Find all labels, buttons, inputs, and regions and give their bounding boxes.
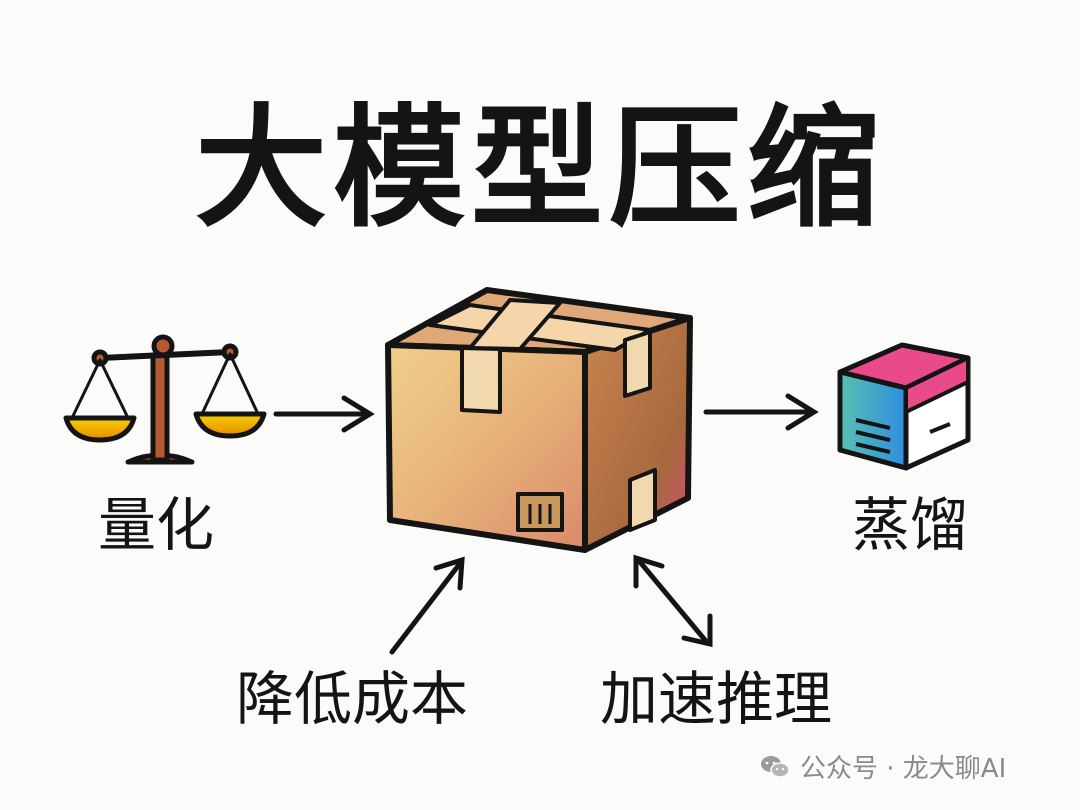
arrow-cost-to-box [389,556,465,655]
wechat-icon [761,755,790,778]
label-distillation: 蒸馏 [852,491,969,559]
label-speed-inference: 加速推理 [600,665,833,733]
arrow-quantization-to-box [273,395,375,433]
watermark-text: 公众号 · 龙大聊AI [800,754,1007,784]
arrow-box-to-distillation [703,393,819,431]
diagram-title: 大模型压缩 [195,92,885,246]
label-reduce-cost: 降低成本 [236,665,469,733]
cardboard-box-icon [385,287,693,553]
small-box-icon [837,342,971,471]
watermark: 公众号 · 龙大聊AI [760,748,1006,785]
arrow-box-speed-inference [633,554,713,648]
balance-scale-icon [63,334,267,465]
label-quantization: 量化 [98,491,215,559]
